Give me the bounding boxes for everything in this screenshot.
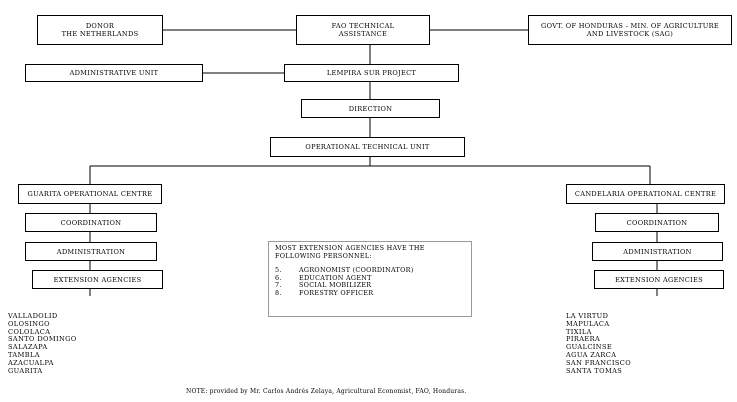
guarita-coordination-box: COORDINATION — [25, 213, 157, 232]
note-item: 7. SOCIAL MOBILIZER — [275, 282, 465, 290]
fao-technical-assistance-box: FAO TECHNICAL ASSISTANCE — [296, 15, 430, 45]
government-of-honduras-box: GOVT. OF HONDURAS - MIN. OF AGRICULTURE … — [528, 15, 732, 45]
candelaria-agencies-list: LA VIRTUD MAPULACA TIXILA PIRAERA GUALCI… — [566, 312, 632, 375]
operational-technical-unit-box: OPERATIONAL TECHNICAL UNIT — [270, 137, 465, 157]
agency-item: SAN FRANCISCO — [566, 358, 632, 367]
candelaria-administration-box: ADMINISTRATION — [592, 242, 723, 261]
guarita-agencies-list: VALLADOLID OLOSINGO COLOLACA SANTO DOMIN… — [8, 312, 77, 375]
direction-box: DIRECTION — [301, 99, 440, 118]
agency-item: SANTA TOMAS — [566, 366, 623, 375]
note-item: 6. EDUCATION AGENT — [275, 273, 465, 283]
administrative-unit-box: ADMINISTRATIVE UNIT — [25, 64, 203, 82]
note-item-number: 7. — [275, 281, 282, 290]
extension-personnel-note: MOST EXTENSION AGENCIES HAVE THE FOLLOWI… — [268, 241, 472, 317]
agency-item: AZACUALPA — [8, 358, 54, 367]
agency-item: VALLADOLID — [8, 312, 58, 320]
agency-item: PIRAERA — [566, 335, 601, 344]
lempira-sur-project-box: LEMPIRA SUR PROJECT — [284, 64, 459, 82]
agency-item: TIXILA — [566, 327, 592, 336]
guarita-extension-agencies-box: EXTENSION AGENCIES — [32, 270, 163, 289]
note-item: 8. FORESTRY OFFICER — [275, 288, 465, 298]
donor-box: DONOR THE NETHERLANDS — [37, 15, 163, 45]
candelaria-coordination-box: COORDINATION — [595, 213, 719, 232]
agency-item: GUARITA — [8, 366, 43, 375]
agency-item: AGUA ZARCA — [566, 350, 617, 359]
guarita-administration-box: ADMINISTRATION — [25, 242, 157, 261]
note-item-text: EDUCATION AGENT — [299, 273, 372, 282]
agency-item: MAPULACA — [566, 319, 610, 328]
agency-item: COLOLACA — [8, 327, 51, 336]
agency-item: TAMBLA — [8, 350, 40, 359]
note-item-number: 8. — [275, 288, 282, 297]
agency-item: LA VIRTUD — [566, 312, 609, 320]
source-note: NOTE: provided by Mr. Carlos Andrés Zela… — [186, 388, 467, 395]
candelaria-extension-agencies-box: EXTENSION AGENCIES — [594, 270, 724, 289]
note-heading: MOST EXTENSION AGENCIES HAVE THE FOLLOWI… — [275, 244, 425, 260]
note-item-number: 6. — [275, 273, 282, 282]
note-item-text: AGRONOMIST (COORDINATOR) — [299, 266, 414, 275]
agency-item: OLOSINGO — [8, 319, 50, 328]
note-item: 5. AGRONOMIST (COORDINATOR) — [275, 267, 465, 275]
candelaria-operational-centre-box: CANDELARIA OPERATIONAL CENTRE — [566, 184, 725, 204]
note-item-text: SOCIAL MOBILIZER — [299, 281, 372, 290]
agency-item: GUALCINSE — [566, 343, 613, 352]
note-item-text: FORESTRY OFFICER — [299, 288, 374, 297]
note-item-number: 5. — [275, 266, 282, 275]
agency-item: SANTO DOMINGO — [8, 335, 77, 344]
agency-item: SALAZAPA — [8, 343, 48, 352]
guarita-operational-centre-box: GUARITA OPERATIONAL CENTRE — [18, 184, 162, 204]
